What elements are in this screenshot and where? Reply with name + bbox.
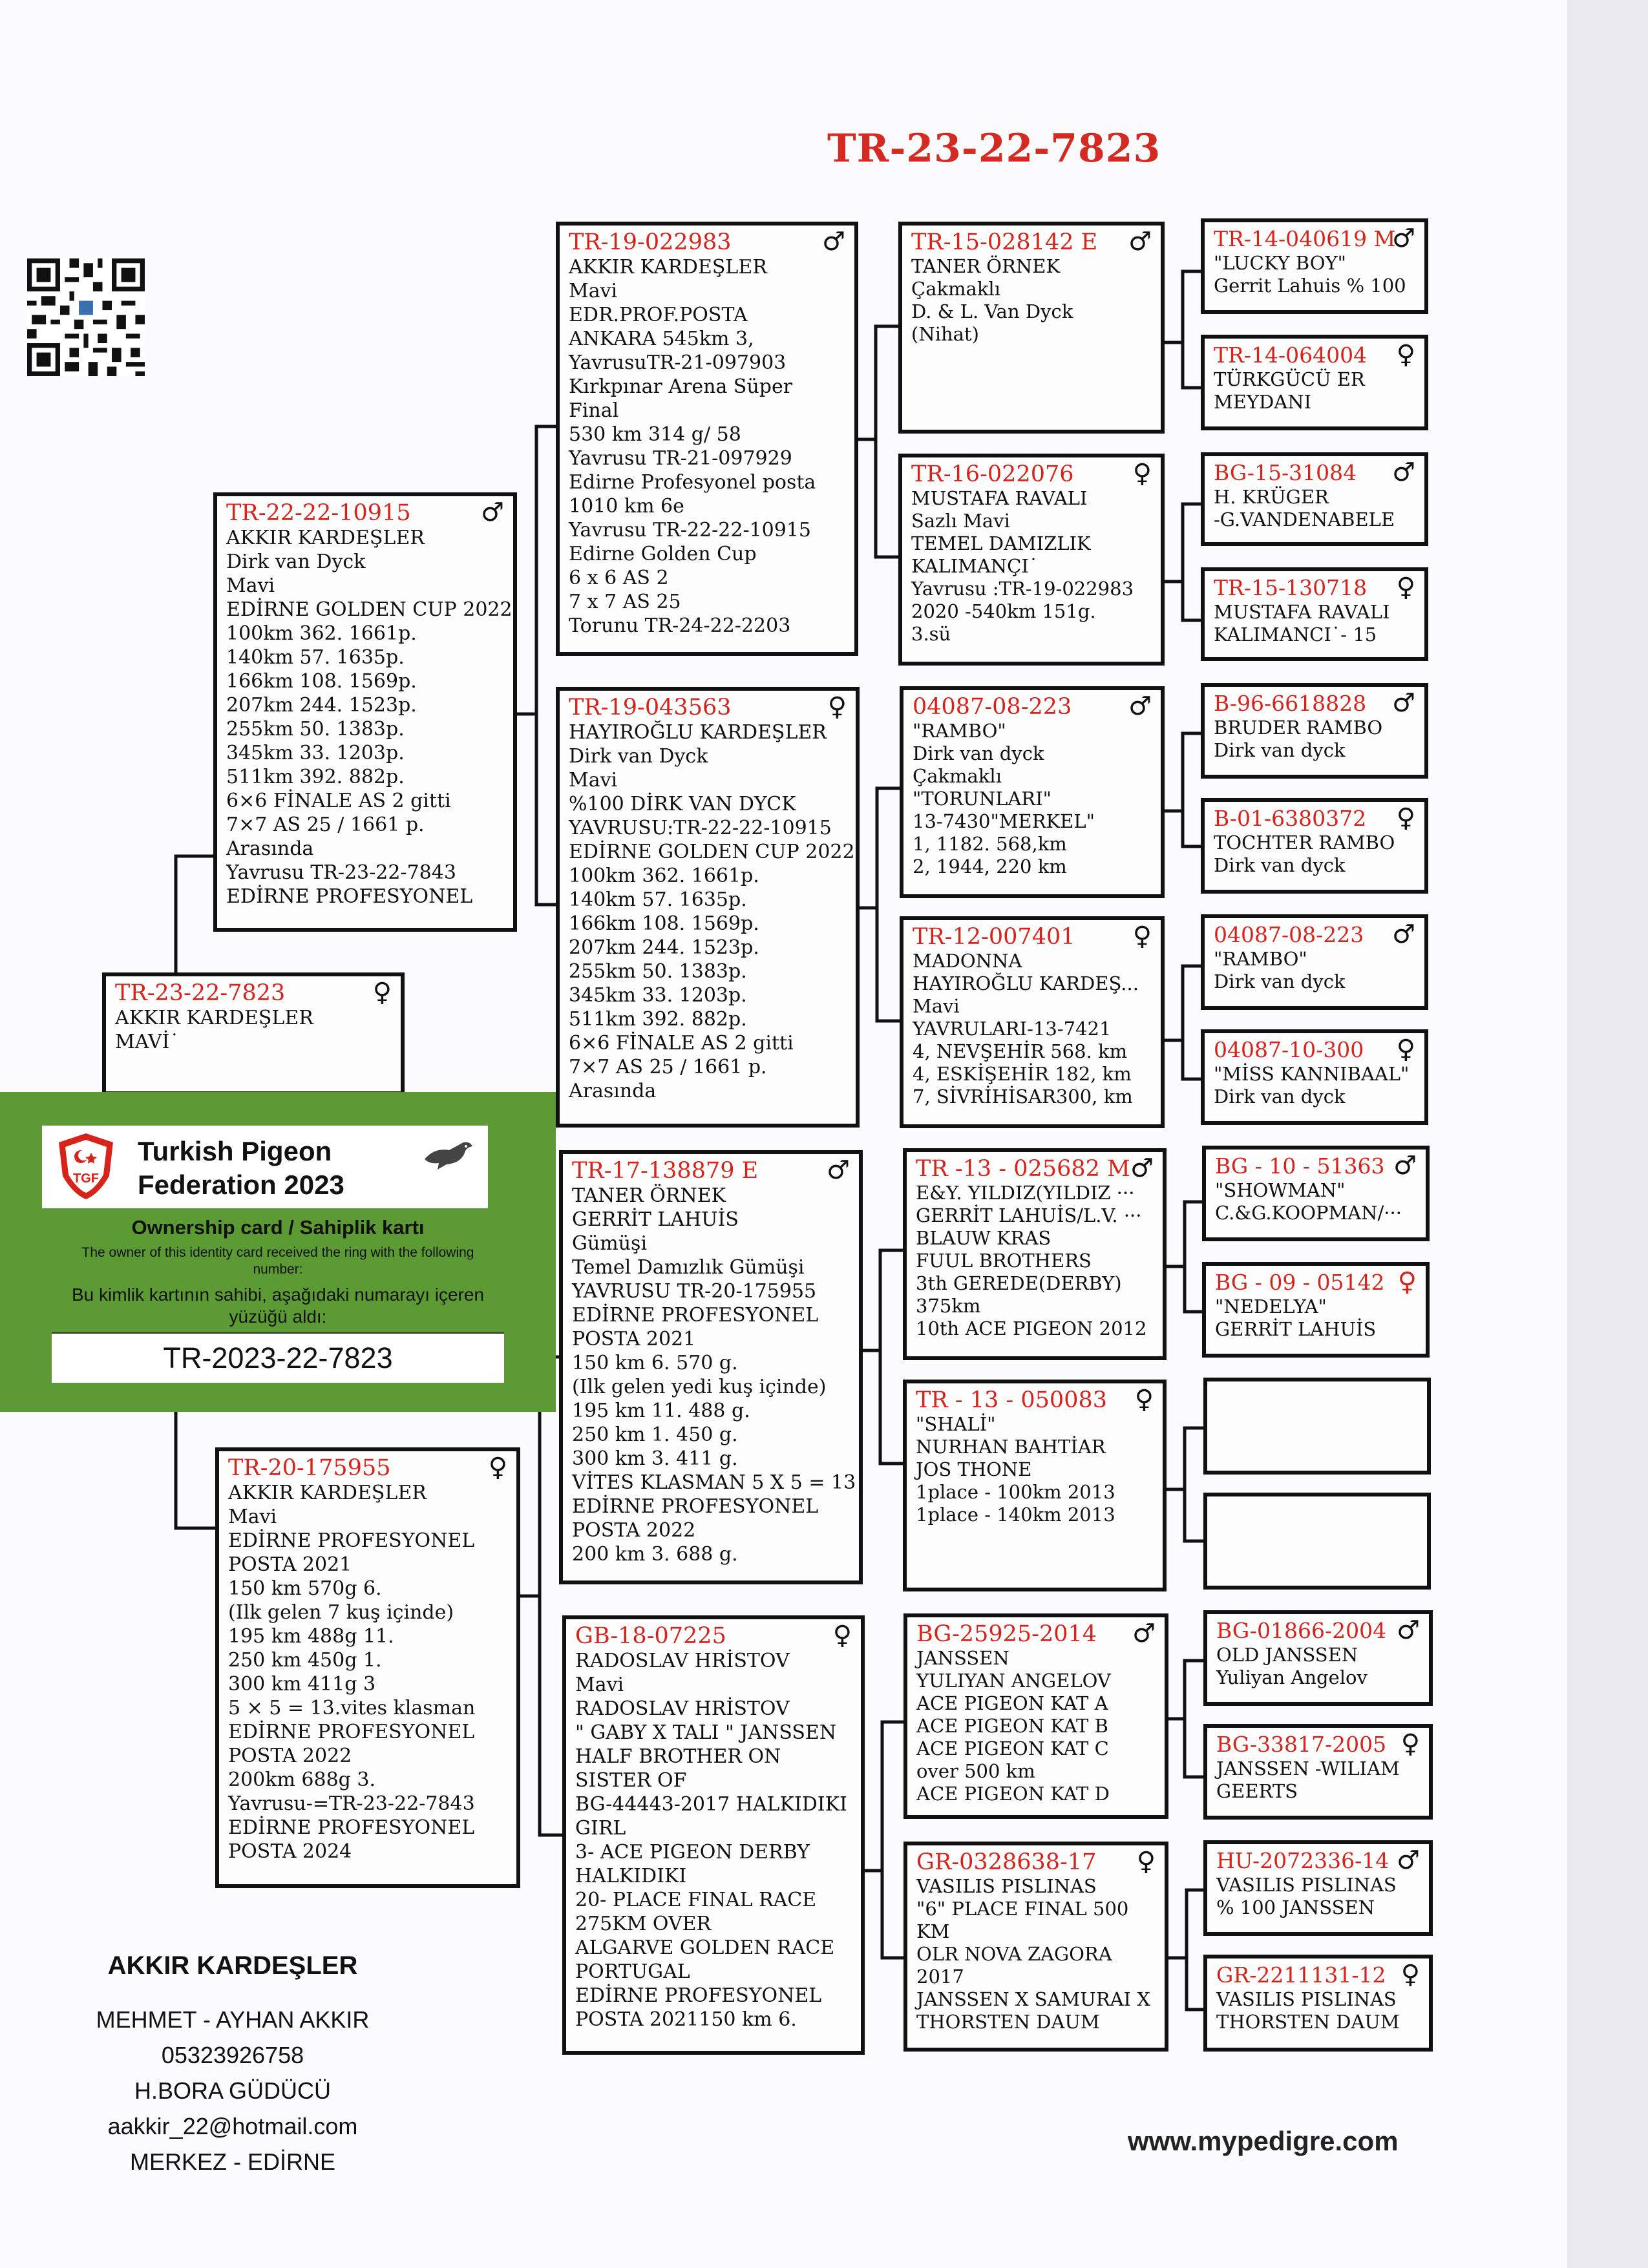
pigeon-card-g3-8: GR-0328638-17 ♀ VASILIS PISLINAS"6" PLAC… bbox=[903, 1842, 1168, 2052]
owner-line: MEHMET - AYHAN AKKIR bbox=[96, 2006, 370, 2033]
pigeon-card-g3-5: TR -13 - 025682 M ♂ E&Y. YILDIZ(YILDIZ ·… bbox=[903, 1148, 1167, 1360]
male-icon: ♂ bbox=[822, 227, 845, 257]
male-icon: ♂ bbox=[827, 1155, 850, 1185]
male-icon: ♂ bbox=[1392, 457, 1415, 487]
male-icon: ♂ bbox=[1392, 224, 1415, 253]
pigeon-card-g4-1: TR-14-040619 M ♂ "LUCKY BOY"Gerrit Lahui… bbox=[1201, 218, 1428, 314]
card-ring-number: TR-2023-22-7823 bbox=[163, 1341, 393, 1374]
ring-number: TR-23-22-7823 bbox=[115, 980, 286, 1006]
female-icon: ♀ bbox=[1397, 1267, 1417, 1297]
female-icon: ♀ bbox=[1396, 572, 1415, 602]
male-icon: ♂ bbox=[481, 498, 504, 527]
male-icon: ♂ bbox=[1393, 1151, 1417, 1181]
card-text-tr: Bu kimlik kartının sahibi, aşağıdaki num… bbox=[71, 1285, 485, 1327]
pigeon-icon bbox=[425, 1142, 472, 1170]
pigeon-card-g4-3: BG-15-31084 ♂ H. KRÜGER-G.VANDENABELE bbox=[1201, 452, 1428, 546]
male-icon: ♂ bbox=[1128, 227, 1152, 257]
qr-code-icon bbox=[27, 258, 145, 376]
female-icon: ♀ bbox=[832, 1621, 852, 1650]
tgf-logo-icon: TGF bbox=[59, 1133, 113, 1199]
owner-name: AKKIR KARDEŞLER bbox=[107, 1951, 358, 1980]
male-icon: ♂ bbox=[1392, 919, 1415, 949]
female-icon: ♀ bbox=[372, 978, 392, 1007]
card-text-en: The owner of this identity card received… bbox=[81, 1245, 474, 1277]
ownership-card: TGF Turkish Pigeon Federation 2023 Owner… bbox=[0, 1092, 556, 1412]
female-icon: ♀ bbox=[1132, 921, 1152, 951]
male-icon: ♂ bbox=[1130, 1153, 1154, 1183]
page-title: TR-23-22-7823 bbox=[827, 126, 1161, 171]
male-icon: ♂ bbox=[1132, 1619, 1156, 1648]
male-icon: ♂ bbox=[1397, 1845, 1420, 1875]
scan-edge bbox=[1567, 0, 1648, 2268]
female-icon: ♀ bbox=[827, 692, 847, 722]
card-header: TGF Turkish Pigeon Federation 2023 bbox=[42, 1126, 488, 1208]
pigeon-card-g4-15: HU-2072336-14 ♂ VASILIS PISLINAS% 100 JA… bbox=[1203, 1840, 1433, 1936]
female-icon: ♀ bbox=[1134, 1385, 1154, 1414]
card-title: Ownership card / Sahiplik kartı bbox=[131, 1216, 425, 1239]
female-icon: ♀ bbox=[1400, 1729, 1420, 1759]
female-icon: ♀ bbox=[1400, 1960, 1420, 1990]
male-icon: ♂ bbox=[1392, 688, 1415, 718]
federation-name: Turkish Pigeon Federation 2023 bbox=[138, 1136, 344, 1200]
female-icon: ♀ bbox=[1396, 340, 1415, 370]
female-icon: ♀ bbox=[1396, 803, 1415, 833]
owner-location: MERKEZ - EDİRNE bbox=[129, 2148, 336, 2175]
pigeon-card-g3-3: 04087-08-223 ♂ "RAMBO"Dirk van dyck Çakm… bbox=[900, 686, 1165, 898]
pigeon-card-g4-empty-2 bbox=[1203, 1493, 1431, 1590]
pigeon-card-g4-7: 04087-08-223 ♂ "RAMBO"Dirk van dyck bbox=[1201, 914, 1428, 1010]
pigeon-card-subject: TR-23-22-7823 ♀ AKKIR KARDEŞLER MAVİ˙ bbox=[102, 972, 405, 1095]
svg-text:TGF: TGF bbox=[73, 1171, 99, 1186]
female-icon: ♀ bbox=[1136, 1847, 1156, 1876]
pigeon-card-g4-empty-1 bbox=[1203, 1378, 1431, 1475]
male-icon: ♂ bbox=[1128, 691, 1152, 721]
owner-line: H.BORA GÜDÜCÜ bbox=[134, 2077, 332, 2104]
pigeon-card-g4-9: BG - 10 - 51363 ♂ "SHOWMAN"C.&G.KOOPMAN/… bbox=[1202, 1146, 1430, 1241]
female-icon: ♀ bbox=[488, 1453, 507, 1482]
owner-email: aakkir_22@hotmail.com bbox=[107, 2113, 358, 2139]
ring-number-field: TR-2023-22-7823 bbox=[52, 1332, 504, 1383]
female-icon: ♀ bbox=[1132, 459, 1152, 488]
pigeon-card-g4-10: BG - 09 - 05142 ♀ "NEDELYA"GERRİT LAHUİS bbox=[1202, 1262, 1430, 1358]
website-link[interactable]: www.mypedigre.com bbox=[1128, 2126, 1399, 2156]
pigeon-card-g3-6: TR - 13 - 050083 ♀ "SHALİ"NURHAN BAHTİAR… bbox=[903, 1380, 1167, 1591]
pigeon-card-g4-8: 04087-10-300 ♀ "MİSS KANNIBAAL"Dirk van … bbox=[1201, 1029, 1428, 1125]
male-icon: ♂ bbox=[1397, 1615, 1420, 1645]
owner-phone: 05323926758 bbox=[161, 2042, 304, 2068]
female-icon: ♀ bbox=[1396, 1034, 1415, 1064]
